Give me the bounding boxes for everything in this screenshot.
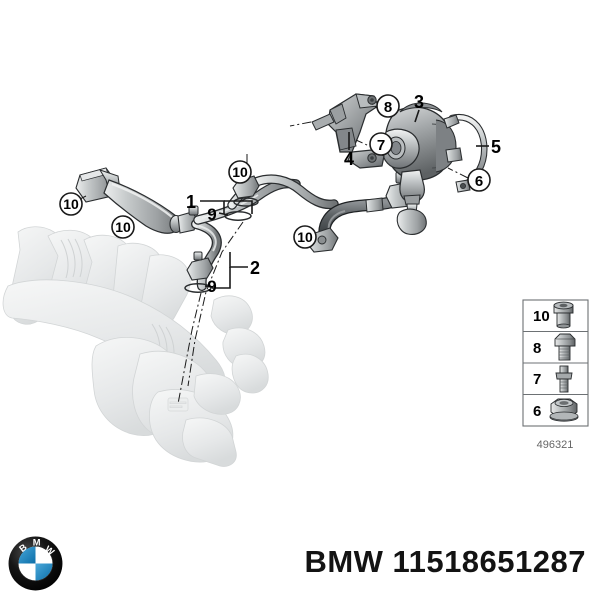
legend-number-6: 6	[533, 403, 541, 420]
svg-text:B: B	[17, 542, 29, 554]
pump-mounting-bracket	[311, 93, 385, 169]
callout-1: 1	[186, 192, 196, 212]
callout-5: 5	[491, 137, 501, 157]
legend-number-8: 8	[533, 340, 541, 357]
brand-part-number: BMW 11518651287	[304, 544, 586, 579]
bmw-roundel-logo: B M W	[8, 536, 63, 591]
coolant-pipe-left	[75, 167, 199, 234]
svg-text:M: M	[33, 537, 41, 547]
drawing-number: 496321	[537, 439, 574, 451]
leader-lines	[200, 109, 489, 289]
o-ring-seals	[184, 211, 252, 293]
stud-bolt-icon	[555, 365, 573, 393]
circled-callouts	[59, 94, 491, 249]
callout-4: 4	[344, 149, 354, 169]
callout-8: 8	[384, 99, 392, 116]
callout-10b: 10	[115, 219, 131, 235]
lower-flange-fitting	[186, 251, 214, 281]
callout-9-lower: 9	[207, 277, 216, 296]
legend-number-10: 10	[533, 308, 550, 325]
hex-head-bolt-icon	[554, 333, 576, 361]
flange-nut-icon	[549, 398, 579, 422]
callout-10d: 10	[297, 229, 313, 245]
legend-number-7: 7	[533, 371, 541, 388]
callout-7: 7	[377, 137, 385, 154]
banjo-bolt-icon	[553, 301, 574, 329]
callout-9-upper: 9	[207, 205, 216, 224]
callout-10a: 10	[63, 196, 79, 212]
o-ring-lower	[184, 283, 212, 293]
fastener-legend: 10 8 7 6	[522, 299, 589, 427]
ghost-engine-manifold	[2, 226, 269, 467]
callout-6: 6	[475, 173, 483, 190]
callout-2: 2	[250, 258, 260, 278]
callout-10c: 10	[232, 164, 248, 180]
callout-3: 3	[414, 92, 424, 112]
o-ring-upper	[224, 211, 252, 221]
